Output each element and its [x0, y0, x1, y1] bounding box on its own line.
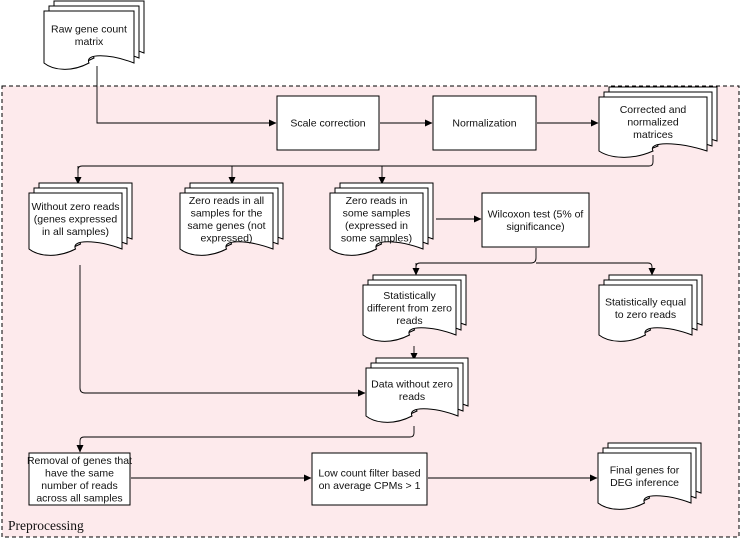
- node-label-line: DEG inference: [610, 477, 679, 489]
- node-label-line: Final genes for: [610, 464, 680, 476]
- node-label-line: to zero reads: [615, 309, 676, 321]
- node-label-line: Without zero reads: [31, 201, 119, 213]
- node-label-line: matrices: [633, 129, 673, 141]
- node-label-line: some samples: [343, 207, 411, 219]
- node-label-line: number of reads: [41, 480, 117, 492]
- node-label-line: matrix: [75, 36, 104, 48]
- process-box: [28, 452, 131, 506]
- node-label-line: expressed): [201, 232, 253, 244]
- node-label-line: in all samples): [42, 226, 109, 238]
- node-label-line: Normalization: [452, 118, 516, 130]
- document-page-front: [365, 367, 459, 423]
- node-label-line: same genes (not: [187, 220, 265, 232]
- node-label-line: samples for the: [191, 207, 263, 219]
- node-label-line: reads: [399, 391, 425, 403]
- process-box: [276, 95, 380, 151]
- process-box: [481, 192, 590, 248]
- connectors: [74, 66, 656, 482]
- node-label-line: on average CPMs > 1: [319, 480, 421, 492]
- node-label-line: Data without zero: [371, 378, 453, 390]
- node-label-line: have the same: [45, 467, 114, 479]
- edge-data-without-to-removal: [76, 426, 415, 453]
- edge-without-zero-to-data-without: [79, 265, 366, 397]
- process-box: [432, 95, 537, 151]
- document-page-front: [43, 10, 135, 70]
- node-label-line: (genes expressed: [34, 214, 118, 226]
- node-label-line: Wilcoxon test (5% of: [488, 208, 584, 220]
- node-label-line: (expressed in: [345, 220, 408, 232]
- node-label-line: significance): [506, 221, 564, 233]
- node-label-line: Statistically: [383, 290, 436, 302]
- node-label-norm: Normalization: [452, 118, 516, 130]
- process-box: [311, 452, 428, 506]
- node-label-line: Zero reads in: [346, 195, 408, 207]
- node-label-line: some samples): [341, 232, 412, 244]
- node-label-line: different from zero: [367, 303, 452, 315]
- document-page-front: [597, 452, 692, 510]
- document-page-front: [28, 192, 123, 256]
- edge-raw-to-scale: [96, 66, 277, 127]
- node-label-line: across all samples: [36, 492, 122, 504]
- node-label-line: reads: [396, 315, 422, 327]
- node-scale: Scale correction: [276, 95, 380, 151]
- edge-wilcoxon-to-stat-equal: [536, 262, 656, 276]
- document-page-front: [179, 192, 274, 256]
- document-page-front: [598, 96, 708, 158]
- document-page-front: [329, 192, 424, 256]
- node-label-line: normalized: [627, 117, 679, 129]
- node-label-line: Low count filter based: [318, 467, 420, 479]
- preprocessing-label: Preprocessing: [8, 518, 84, 533]
- node-label-line: Raw gene count: [51, 23, 127, 35]
- node-label-line: Removal of genes that: [27, 455, 132, 467]
- node-label-scale: Scale correction: [290, 118, 365, 130]
- node-label-line: Scale correction: [290, 118, 365, 130]
- node-label-line: Statistically equal: [605, 296, 686, 308]
- document-page-front: [598, 284, 693, 342]
- node-label-line: Corrected and: [620, 104, 687, 116]
- node-label-line: Zero reads in all: [189, 195, 264, 207]
- node-norm: Normalization: [432, 95, 537, 151]
- document-page-front: [362, 284, 457, 342]
